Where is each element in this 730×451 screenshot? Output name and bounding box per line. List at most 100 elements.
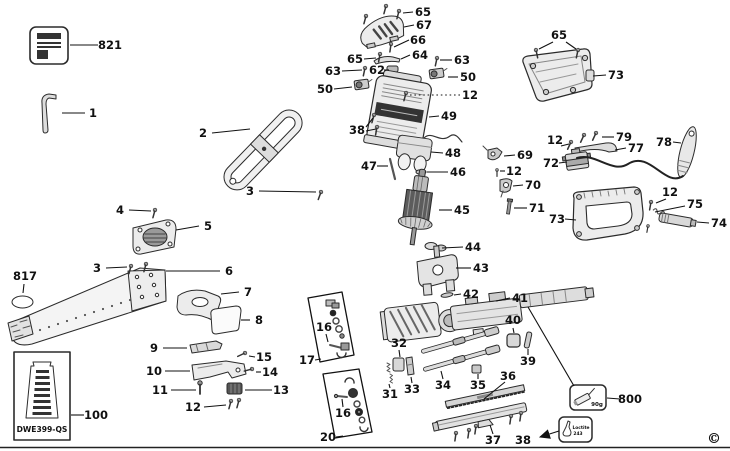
callout-12: 12 — [662, 185, 678, 199]
callout-79: 79 — [616, 130, 632, 144]
callout-12: 12 — [506, 164, 522, 178]
part-50-brush-holder — [353, 78, 373, 91]
part-48-lead-wire — [423, 134, 463, 143]
leader-15 — [248, 355, 256, 358]
callout-35: 35 — [470, 378, 486, 392]
callout-817: 817 — [13, 269, 37, 283]
leader-78 — [672, 141, 682, 144]
callout-50: 50 — [317, 82, 333, 96]
leader-73 — [592, 74, 607, 77]
callout-70: 70 — [525, 178, 541, 192]
callout-44: 44 — [465, 240, 481, 254]
loctite-brand-label: Loctite — [572, 425, 589, 431]
callout-2: 2 — [199, 126, 207, 140]
kit-20-box — [322, 368, 373, 439]
part-41-gearbox — [379, 286, 595, 343]
callout-49: 49 — [441, 109, 457, 123]
callout-12: 12 — [462, 88, 478, 102]
part-47-rod — [388, 157, 397, 181]
callout-46: 46 — [450, 165, 466, 179]
callout-3: 3 — [93, 261, 101, 275]
callout-1: 1 — [89, 106, 97, 120]
part-74-cord-protector — [658, 212, 697, 228]
callout-71: 71 — [529, 201, 545, 215]
leader-65 — [565, 41, 577, 50]
part-1-hex-key — [41, 93, 57, 134]
grease-amount-label: 90g — [591, 402, 603, 408]
leader-17 — [314, 358, 322, 361]
leader-66 — [393, 39, 410, 48]
leader-3 — [105, 266, 128, 269]
callout-38: 38 — [515, 433, 531, 447]
callout-69: 69 — [517, 148, 533, 162]
part-13-block — [226, 382, 243, 395]
callout-12: 12 — [185, 400, 201, 414]
callout-821: 821 — [98, 38, 122, 52]
leader-73 — [564, 218, 577, 221]
callout-62: 62 — [369, 63, 385, 77]
callout-37: 37 — [485, 433, 501, 447]
callout-5: 5 — [204, 219, 212, 233]
part-2-front-handle — [223, 109, 303, 191]
part-73-cover — [522, 48, 595, 102]
callout-31: 31 — [382, 387, 398, 401]
leader-38 — [538, 429, 560, 439]
part-48-field — [395, 134, 433, 173]
leader-77 — [614, 147, 627, 151]
callout-33: 33 — [404, 382, 420, 396]
leader-65 — [402, 11, 414, 14]
leader-42 — [453, 293, 462, 296]
callout-65: 65 — [551, 28, 567, 42]
leader-38 — [365, 128, 377, 132]
callout-50: 50 — [460, 70, 476, 84]
copyright-mark: © — [707, 431, 721, 447]
part-43-bracket — [416, 245, 459, 296]
part-37-guard — [431, 402, 528, 432]
grease-box — [569, 384, 607, 411]
callout-6: 6 — [225, 264, 233, 278]
leader-34 — [440, 370, 444, 380]
leader-40 — [512, 327, 515, 334]
part-69-lever — [482, 145, 503, 161]
leader-74 — [696, 221, 710, 224]
leader-48 — [430, 151, 444, 154]
callout-16: 16 — [316, 320, 332, 334]
callout-43: 43 — [473, 261, 489, 275]
leader-800 — [527, 306, 575, 387]
callout-4: 4 — [116, 203, 124, 217]
part-75-spring — [652, 208, 666, 215]
callout-48: 48 — [445, 146, 461, 160]
callout-72: 72 — [543, 156, 559, 170]
leader-69 — [503, 154, 516, 157]
callout-63: 63 — [325, 64, 341, 78]
part-39-pin — [523, 331, 533, 349]
part-72-switch — [561, 148, 592, 171]
callout-14: 14 — [262, 365, 278, 379]
callout-73: 73 — [608, 68, 624, 82]
callout-66: 66 — [410, 33, 426, 47]
part-42-pin — [440, 292, 454, 298]
leader-31 — [388, 383, 391, 389]
leader-20 — [335, 435, 344, 438]
callout-17: 17 — [299, 353, 315, 367]
part-77-lever — [574, 142, 618, 153]
leader-65 — [538, 41, 554, 50]
manual-box-icon — [29, 26, 69, 65]
callout-9: 9 — [150, 341, 158, 355]
part-45-armature — [397, 168, 434, 246]
part-6-guide-bar — [7, 267, 167, 346]
leader-16 — [341, 398, 344, 408]
part-34-rod — [423, 344, 501, 372]
part-70-bracket — [499, 178, 513, 198]
leader-3 — [258, 190, 317, 193]
leader-4 — [128, 209, 152, 212]
leader-67 — [403, 24, 415, 28]
callout-39: 39 — [520, 354, 536, 368]
callout-7: 7 — [244, 285, 252, 299]
leader-44 — [441, 246, 464, 249]
leader-37 — [489, 424, 494, 435]
callout-10: 10 — [146, 364, 162, 378]
part-40-block — [506, 333, 521, 348]
